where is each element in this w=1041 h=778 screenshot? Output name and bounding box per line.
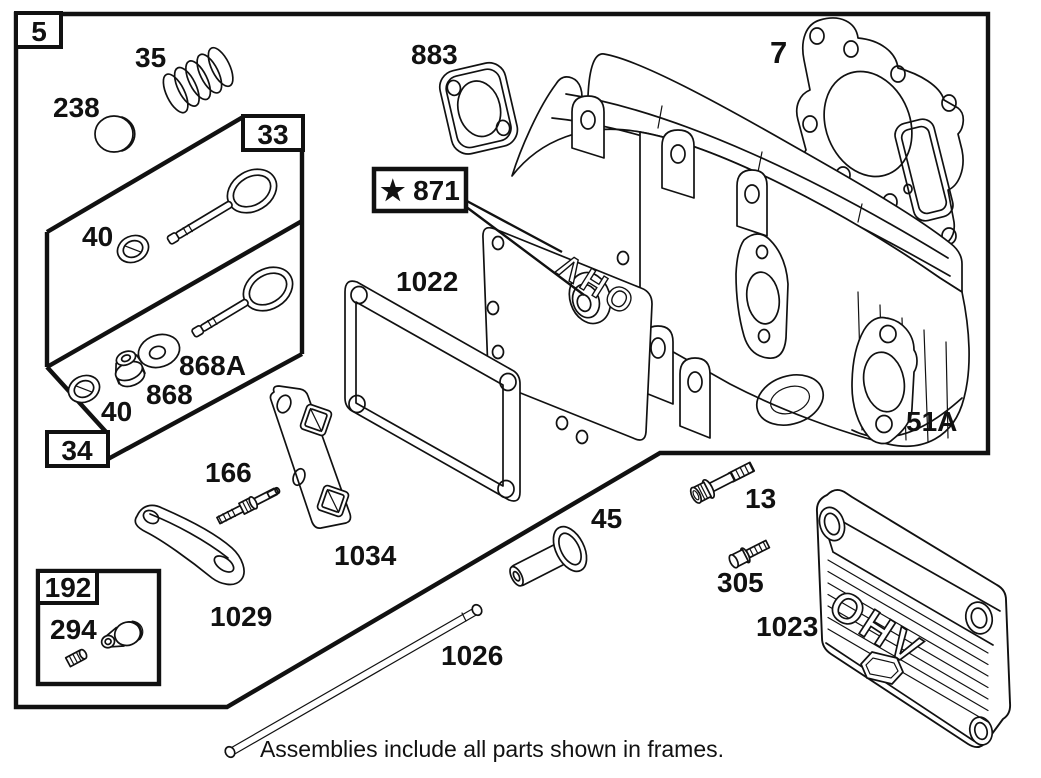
frame-192-label-box: 192 xyxy=(36,569,99,605)
label-868A: 868A xyxy=(179,350,246,381)
part-exhaust-valve xyxy=(191,266,294,338)
part-1023-valve-cover: OHV xyxy=(815,489,1012,748)
part-1029-rocker-arm xyxy=(134,504,245,586)
label-51A: 51A xyxy=(906,406,957,437)
label-1023: 1023 xyxy=(756,611,818,642)
label-40-intake: 40 xyxy=(82,221,113,252)
part-40-valve-seal-exhaust xyxy=(67,374,101,404)
label-40-exhaust: 40 xyxy=(101,396,132,427)
part-305-cover-screw xyxy=(728,539,771,569)
part-40-valve-seal-intake xyxy=(116,234,150,264)
frame-33-label: 33 xyxy=(257,119,288,150)
part-1022-cover-gasket xyxy=(344,280,521,502)
label-1029: 1029 xyxy=(210,601,272,632)
callout-871-label: ★ 871 xyxy=(380,175,460,206)
caption-note: Assemblies include all parts shown in fr… xyxy=(260,736,724,762)
label-868: 868 xyxy=(146,379,193,410)
frame-5-label: 5 xyxy=(31,16,47,47)
frame-34-label: 34 xyxy=(61,435,93,466)
callout-871-leader-lines xyxy=(464,198,585,296)
label-305: 305 xyxy=(717,567,764,598)
label-7: 7 xyxy=(770,35,787,70)
part-51A-exhaust-gasket xyxy=(851,316,918,445)
part-868-valve-guide xyxy=(114,350,146,388)
label-35: 35 xyxy=(135,42,166,73)
label-294: 294 xyxy=(50,614,97,645)
label-1022: 1022 xyxy=(396,266,458,297)
part-1026-push-rod xyxy=(224,603,483,759)
label-45: 45 xyxy=(591,503,622,534)
label-166: 166 xyxy=(205,457,252,488)
part-intake-valve xyxy=(166,168,278,245)
briggs-emblem xyxy=(860,651,904,685)
frame-34-label-box: 34 xyxy=(45,430,110,468)
frame-192-label: 192 xyxy=(45,572,92,603)
part-883-port-gasket xyxy=(438,61,519,155)
frame-33-label-box: 33 xyxy=(241,114,305,152)
label-883: 883 xyxy=(411,39,458,70)
part-166-rocker-screw xyxy=(216,486,281,525)
label-13: 13 xyxy=(745,483,776,514)
frame-5-label-box: 5 xyxy=(14,11,63,49)
part-45-tappet xyxy=(509,525,588,587)
part-294-rocker-ball-nut xyxy=(100,620,144,649)
part-35-valve-spring xyxy=(162,46,234,114)
part-1034-guide-plate xyxy=(269,385,352,529)
frame-5-border xyxy=(13,11,991,710)
label-238: 238 xyxy=(53,92,100,123)
part-238-valve-cap xyxy=(94,115,136,153)
part-294-set-screw xyxy=(64,648,88,668)
part-13-head-bolt xyxy=(689,461,756,504)
label-1026: 1026 xyxy=(441,640,503,671)
callout-871-box: ★ 871 xyxy=(371,166,585,296)
label-1034: 1034 xyxy=(334,540,397,571)
